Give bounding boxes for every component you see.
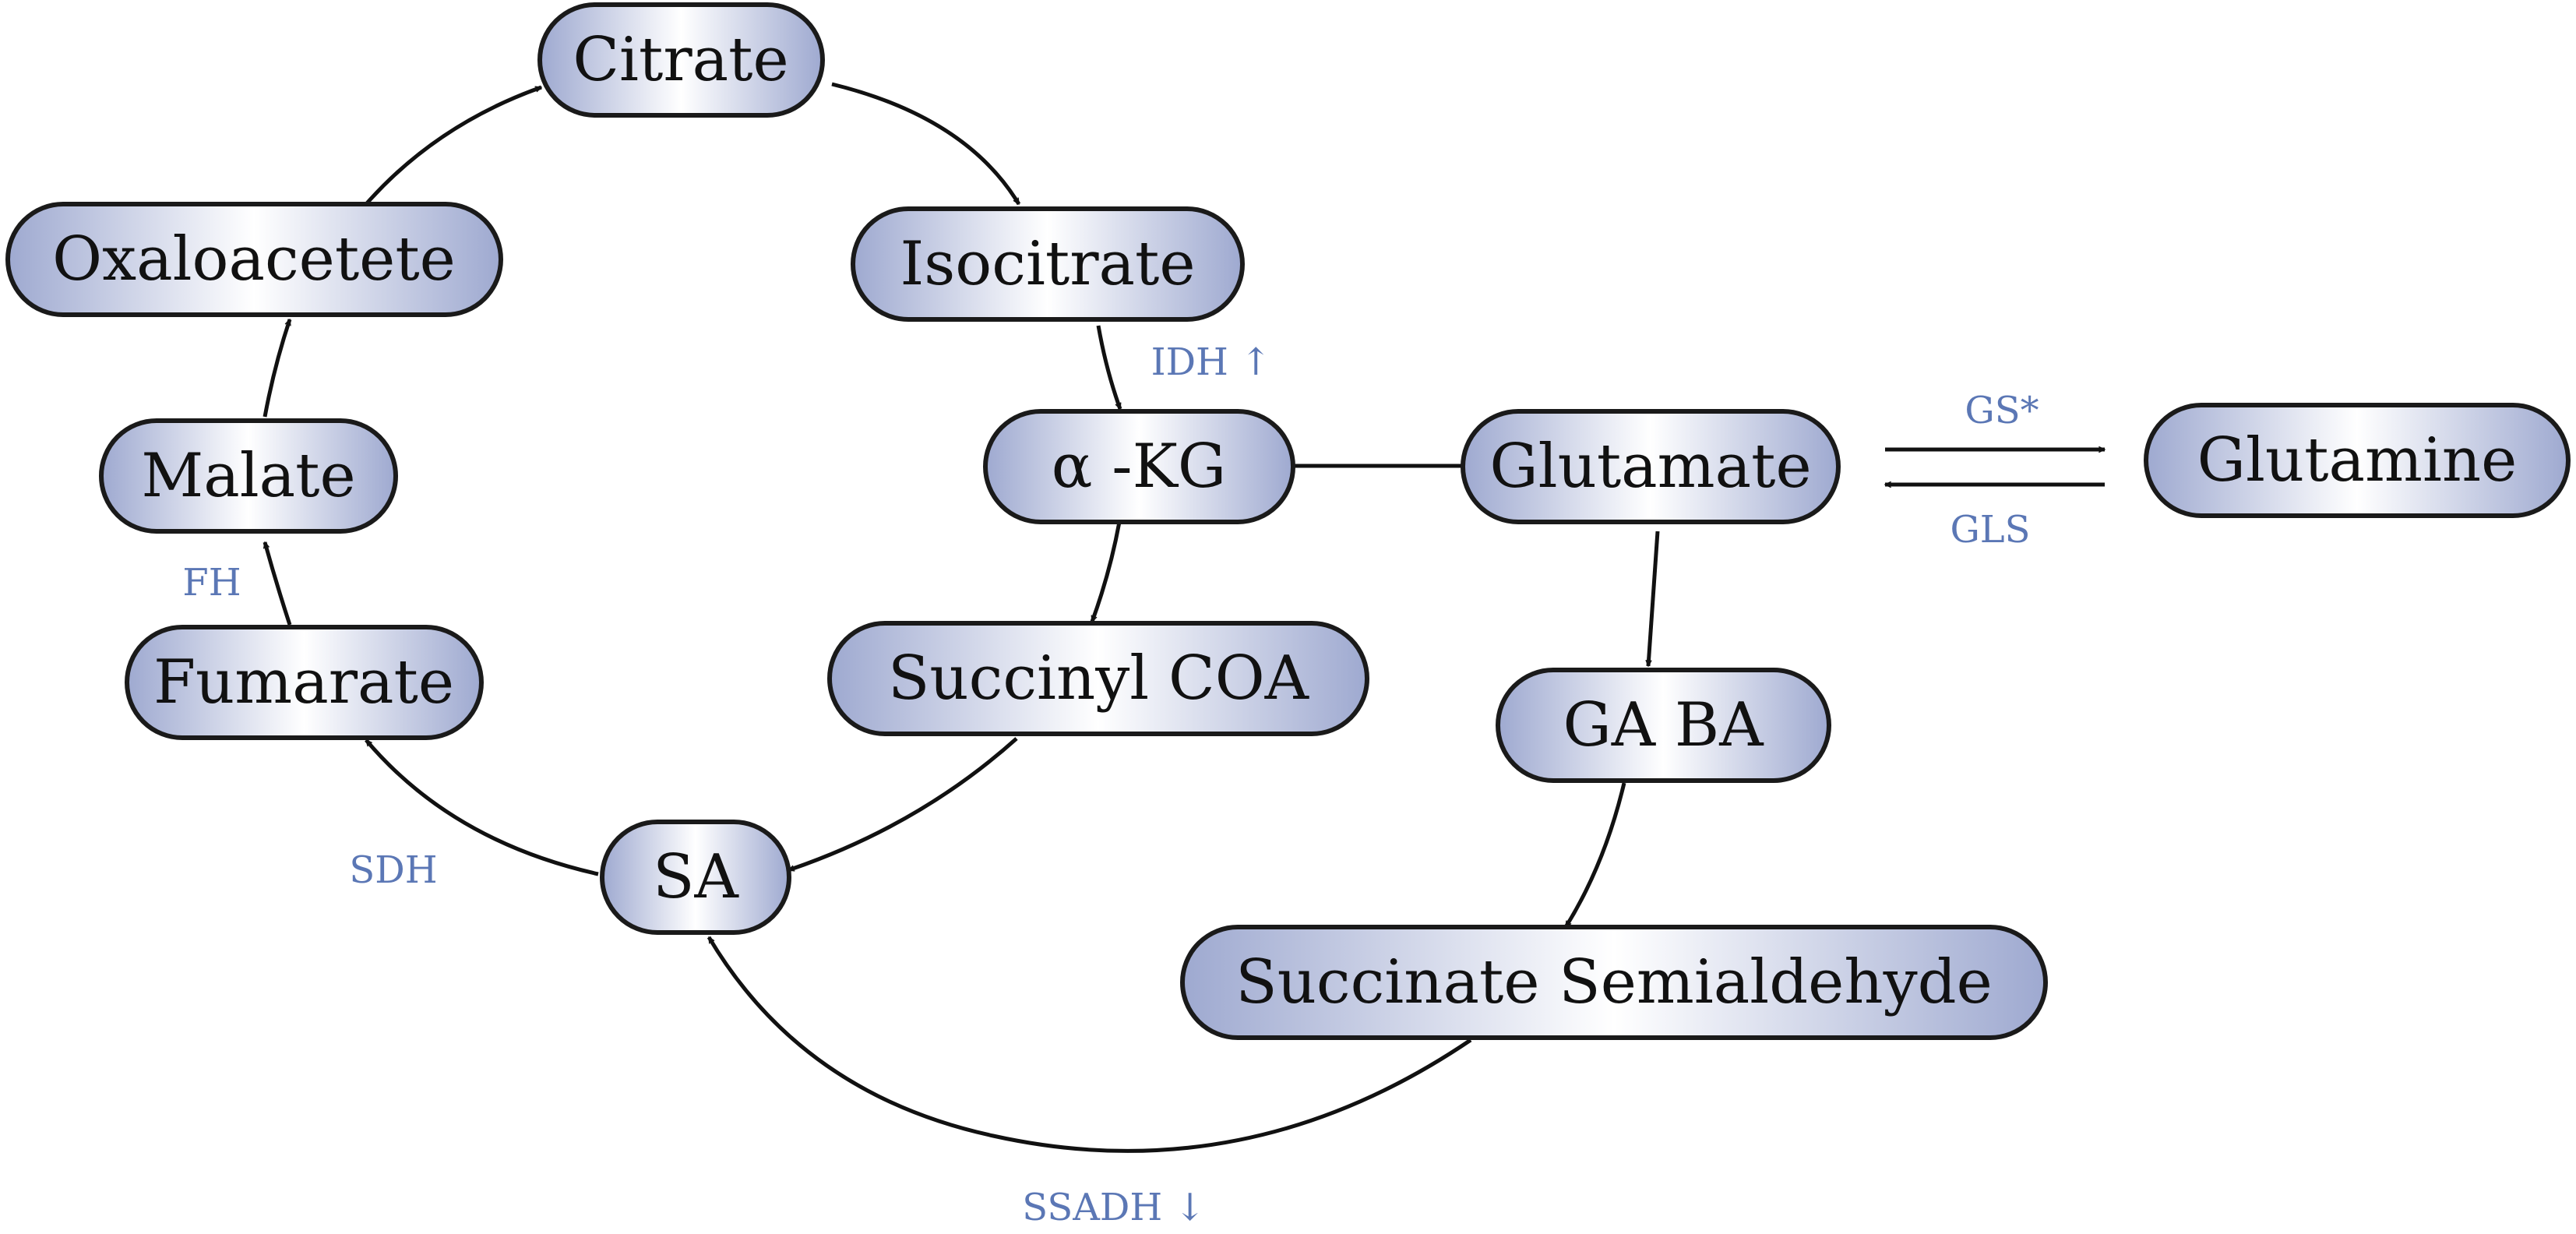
node-isocitrate: Isocitrate (851, 206, 1245, 322)
edge-oxaloacetete-citrate (365, 85, 541, 206)
edge-succinylcoa-sa (788, 737, 1018, 873)
edge-sa-fumarate (365, 739, 599, 876)
enzyme-gls: GLS (1950, 508, 2030, 552)
enzyme-ssadh: SSADH ↓ (1022, 1186, 1205, 1229)
node-label-citrate: Citrate (573, 25, 788, 95)
enzyme-labels: IDH ↑ GS* GLS FH SDH SSADH ↓ (182, 340, 2039, 1229)
node-akg: α -KG (983, 409, 1295, 524)
node-label-akg: α -KG (1052, 432, 1226, 502)
node-label-gaba: GA BA (1563, 690, 1764, 760)
enzyme-gs: GS* (1965, 389, 2039, 432)
node-malate: Malate (99, 418, 398, 534)
node-gaba: GA BA (1496, 668, 1831, 783)
node-label-fumarate: Fumarate (153, 647, 454, 717)
node-label-succinyl-coa: Succinyl COA (888, 643, 1310, 714)
enzyme-sdh: SDH (349, 848, 437, 892)
node-citrate: Citrate (537, 2, 825, 118)
node-fumarate: Fumarate (125, 625, 484, 740)
edge-isocitrate-akg (1096, 325, 1122, 409)
edges (263, 82, 2105, 1153)
edge-citrate-isocitrate (831, 82, 1021, 204)
node-label-glutamate: Glutamate (1489, 432, 1811, 502)
node-label-isocitrate: Isocitrate (900, 229, 1195, 299)
edge-gaba-ssa (1563, 782, 1626, 927)
enzyme-idh: IDH ↑ (1151, 340, 1272, 384)
edge-ssa-sa (707, 937, 1472, 1153)
node-succinate-semialdehyde: Succinate Semialdehyde (1180, 925, 2048, 1040)
node-sa: SA (600, 820, 791, 935)
node-label-oxaloacetete: Oxaloacetete (52, 224, 456, 294)
enzyme-fh: FH (182, 561, 241, 605)
node-glutamine: Glutamine (2144, 403, 2571, 518)
edge-akg-succinylcoa (1090, 521, 1122, 622)
node-oxaloacetete: Oxaloacetete (5, 202, 503, 317)
edge-glutamate-gaba (1648, 531, 1660, 666)
node-label-malate: Malate (141, 441, 355, 511)
node-label-sa: SA (653, 842, 739, 912)
node-label-glutamine: Glutamine (2197, 425, 2518, 495)
node-label-succinate-semialdehyde: Succinate Semialdehyde (1235, 947, 1992, 1017)
node-succinyl-coa: Succinyl COA (827, 621, 1369, 736)
node-glutamate: Glutamate (1461, 409, 1841, 524)
edge-fumarate-malate (263, 542, 292, 626)
edge-malate-oxaloacetete (263, 319, 292, 418)
